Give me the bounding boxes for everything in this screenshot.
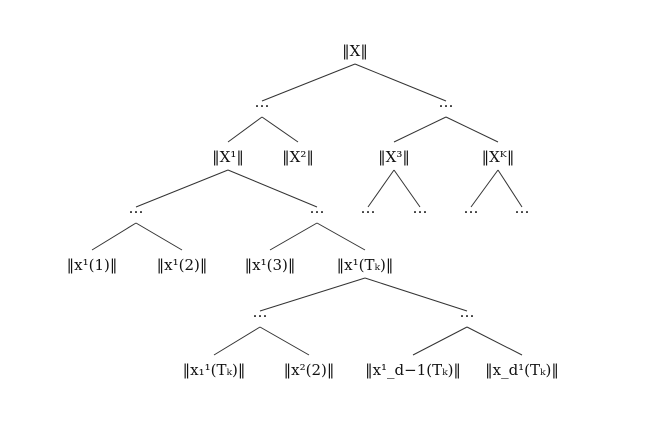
node-X2: ‖X²‖ [282,148,314,166]
tree-edge [393,169,421,208]
tree-edge [412,326,468,356]
tree-edge [259,326,310,356]
tree-edge [354,63,447,102]
tree-edge [466,326,523,356]
tree-edge [393,116,447,143]
node-ellipsis-level1-left: … [255,93,270,111]
tree-edge [213,326,261,356]
tree-edge [364,277,468,312]
node-x1-1: ‖x¹(1)‖ [67,256,118,274]
node-ellipsis-level2-f: … [515,199,530,217]
node-ellipsis-level2-c: … [361,199,376,217]
tree-edges [91,63,523,356]
node-x11-Tk: ‖x₁¹(Tₖ)‖ [183,361,246,379]
tree-edge [445,116,499,143]
tree-edge [259,277,366,312]
tree-edge [261,63,356,102]
node-XK: ‖Xᴷ‖ [482,148,515,166]
tree-edge [367,169,395,208]
node-x1d-Tk: ‖x_d¹(Tₖ)‖ [485,361,559,379]
node-ellipsis-level2-a: … [129,199,144,217]
node-X1: ‖X¹‖ [212,148,244,166]
tree-edge [135,222,183,251]
tree-edge [227,169,318,208]
tree-nodes: ‖X‖ … … ‖X¹‖ ‖X²‖ ‖X³‖ ‖Xᴷ‖ … … … … … … … [67,42,559,379]
node-x1dm1-Tk: ‖x¹_d−1(Tₖ)‖ [365,361,461,379]
tree-edge [261,116,299,143]
node-x1-3: ‖x¹(3)‖ [245,256,296,274]
node-ellipsis-level3-left: … [253,303,268,321]
tree-edge [269,222,318,251]
node-ellipsis-level2-b: … [310,199,325,217]
node-x1-Tk: ‖x¹(Tₖ)‖ [337,256,394,274]
node-root: ‖X‖ [342,42,368,60]
node-ellipsis-level3-right: … [460,303,475,321]
node-x1-2: ‖x¹(2)‖ [157,256,208,274]
tree-edge [227,116,263,143]
node-ellipsis-level1-right: … [439,93,454,111]
node-X3: ‖X³‖ [378,148,410,166]
tree-edge [316,222,366,251]
tree-edge [135,169,229,208]
tree-edge [470,169,499,208]
tree-edge [91,222,137,251]
tree-edge [497,169,523,208]
node-ellipsis-level2-d: … [413,199,428,217]
node-x2-2: ‖x²(2)‖ [284,361,335,379]
node-ellipsis-level2-e: … [464,199,479,217]
